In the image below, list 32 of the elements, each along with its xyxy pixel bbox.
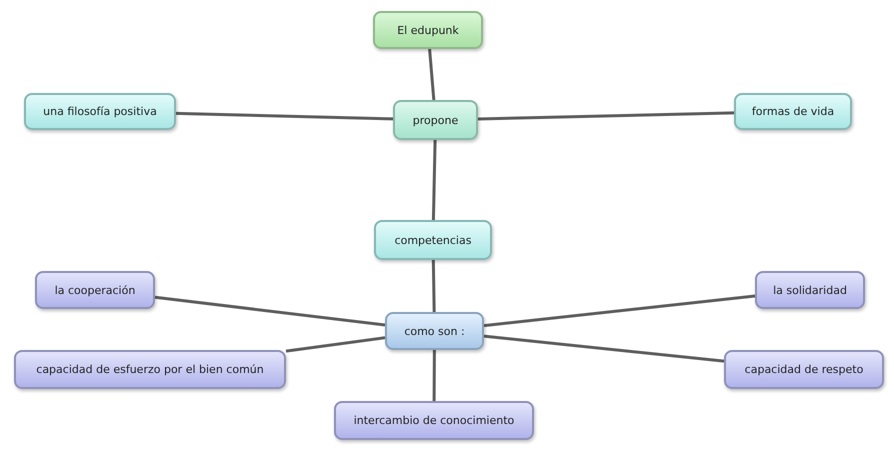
connector-line	[176, 112, 394, 120]
concept-box	[373, 11, 483, 49]
concept-label: intercambio de conocimiento	[354, 414, 514, 427]
connector-line	[286, 336, 386, 353]
concept-box	[24, 93, 176, 130]
concept-label: una filosofía positiva	[43, 105, 157, 118]
concept-box	[385, 312, 484, 350]
concept-label: formas de vida	[752, 105, 834, 118]
concept-box	[14, 350, 286, 389]
connector-line	[478, 111, 734, 120]
concept-label: la cooperación	[54, 284, 136, 296]
concept-box	[374, 220, 492, 260]
concept-label: propone	[412, 114, 458, 126]
concept-box	[734, 93, 852, 130]
concept-box	[724, 350, 884, 389]
concept-box	[35, 271, 155, 309]
concept-box	[393, 100, 478, 140]
concept-label: capacidad de respeto	[744, 363, 864, 376]
concept-label: capacidad de esfuerzo por el bien común	[36, 363, 264, 376]
connector-line	[428, 48, 436, 100]
concept-box	[755, 271, 865, 309]
connector-line	[484, 334, 724, 363]
concept-label: El edupunk	[397, 24, 459, 36]
connector-line	[432, 140, 437, 220]
concept-label: la solidaridad	[773, 284, 847, 296]
connector-line	[432, 260, 436, 312]
connector-line	[432, 350, 436, 401]
concept-label: como son :	[404, 324, 465, 338]
concept-label: competencias	[394, 234, 472, 246]
connector-line	[484, 294, 756, 328]
connector-line	[154, 296, 386, 326]
concept-box	[334, 401, 534, 440]
